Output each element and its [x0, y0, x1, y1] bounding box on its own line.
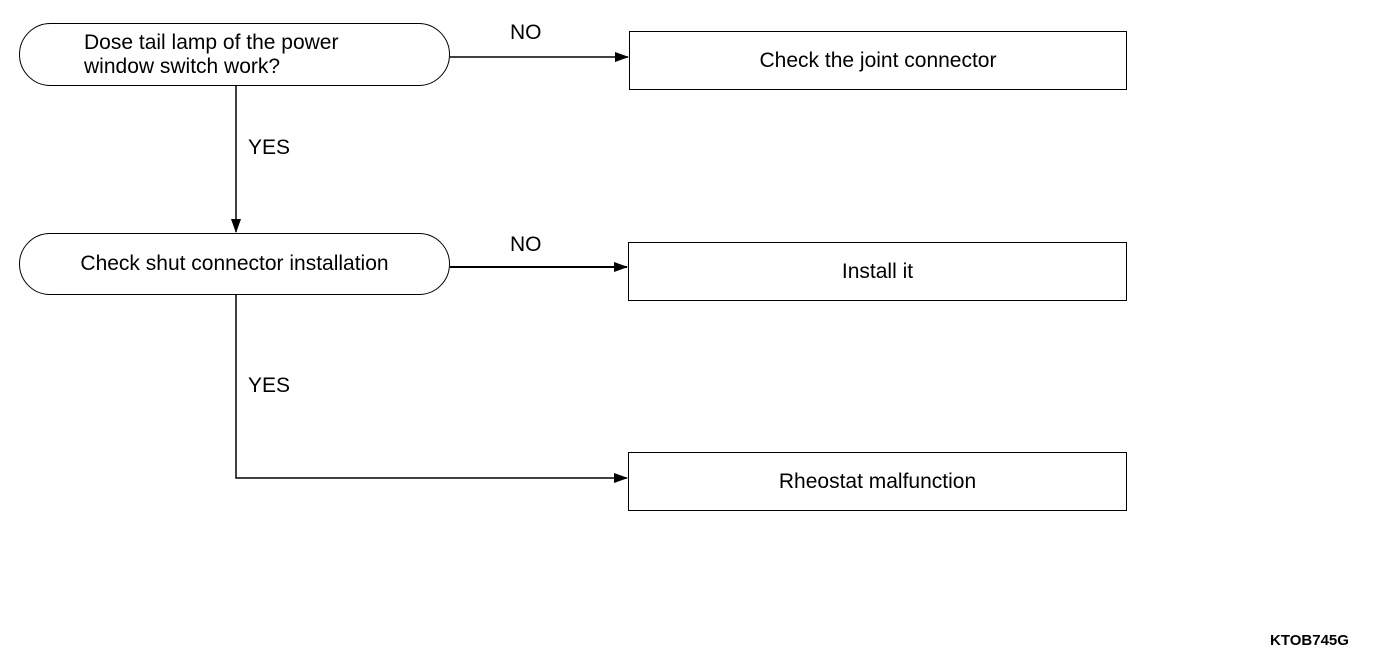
action-install-it: Install it [628, 242, 1127, 301]
edge-label-no: NO [510, 233, 542, 256]
edge-label-yes: YES [248, 136, 291, 159]
action-check-joint-connector: Check the joint connector [629, 31, 1127, 90]
edge-label-yes: YES [248, 374, 291, 397]
action-text: Rheostat malfunction [778, 469, 977, 493]
decision-tail-lamp-works: Dose tail lamp of the power window switc… [19, 23, 450, 86]
action-text: Check the joint connector [759, 48, 997, 72]
edge-q2-to-a3 [235, 295, 628, 483]
action-rheostat-malfunction: Rheostat malfunction [628, 452, 1127, 511]
decision-text: Dose tail lamp of the power window switc… [84, 30, 339, 78]
edge-label-no: NO [510, 21, 542, 44]
decision-shut-connector: Check shut connector installation [19, 233, 450, 295]
figure-code: KTOB745G [1270, 632, 1349, 649]
action-text: Install it [841, 259, 914, 283]
decision-text: Check shut connector installation [80, 252, 389, 275]
